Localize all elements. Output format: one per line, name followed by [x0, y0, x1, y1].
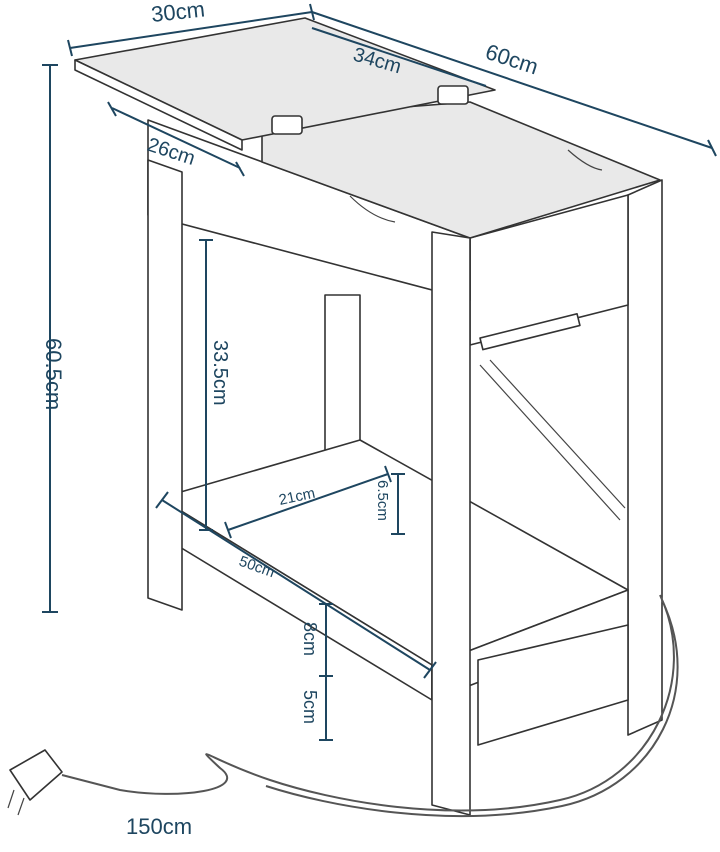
dim-line-lid-depth: [311, 27, 487, 87]
drawer-box-top: [261, 101, 661, 239]
label-foot-height: 5cm: [300, 690, 320, 724]
dim-line-top-width: [69, 11, 313, 49]
dim-line-shelf-length: [161, 499, 431, 671]
label-shelf-clearance: 8cm: [300, 622, 320, 656]
front-left-leg: [147, 159, 183, 611]
label-rail-height: 6.5cm: [374, 480, 391, 521]
hinge-right-icon: [437, 85, 469, 105]
back-right-leg: [627, 179, 663, 736]
hinge-left-icon: [271, 115, 303, 135]
bottom-drawer-front: [477, 624, 629, 746]
label-cable-length: 150cm: [126, 814, 192, 839]
dim-line-inner-depth: [111, 107, 241, 169]
dim-line-total-depth: [311, 11, 713, 149]
label-total-height: 60.5cm: [41, 338, 66, 410]
label-inner-height: 33.5cm: [209, 340, 231, 406]
label-top-width: 30cm: [150, 0, 206, 27]
lid-notch-right: [567, 149, 603, 171]
power-plug-icon: [7, 749, 63, 816]
flip-top-lid-edge: [74, 59, 243, 151]
side-table-illustration: [7, 17, 679, 818]
dim-line-shelf-depth: [227, 473, 389, 531]
usb-charging-strip: [479, 313, 581, 351]
dimension-lines: [42, 3, 717, 741]
lid-notch-front: [349, 195, 396, 223]
side-brace: [479, 364, 621, 521]
front-right-leg: [431, 231, 471, 816]
power-cable: [61, 594, 675, 812]
